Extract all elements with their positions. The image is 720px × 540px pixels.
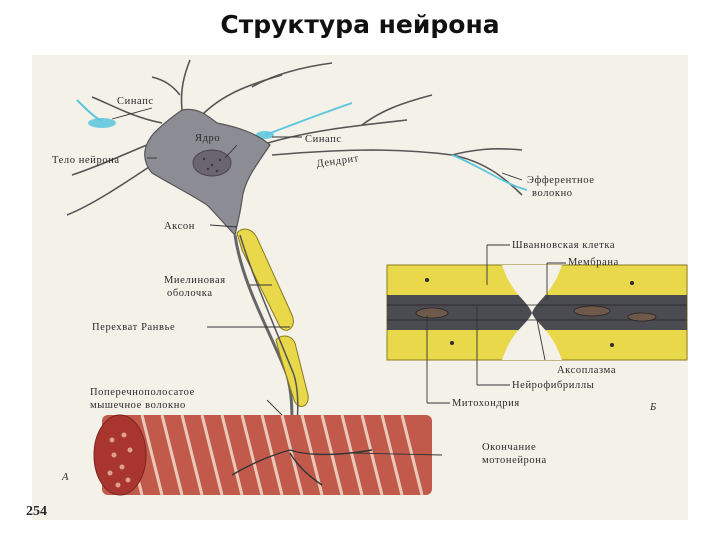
neuron-diagram: Синапс Ядро Тело нейрона Синапс Дендрит … [26, 59, 688, 519]
nucleus [192, 149, 232, 177]
neuron-figure: Синапс Ядро Тело нейрона Синапс Дендрит … [26, 55, 688, 520]
label-myelin-line2: оболочка [167, 288, 213, 299]
label-schwann: Шванновская клетка [512, 240, 615, 251]
label-synapse-left: Синапс [117, 96, 154, 107]
label-ending-line2: мотонейрона [482, 455, 547, 466]
label-ending-line1: Окончание [482, 442, 536, 453]
synapse-left-blob [88, 118, 116, 128]
motor-ending [231, 449, 373, 486]
label-synapse-right: Синапс [305, 134, 342, 145]
label-panel-a: А [61, 472, 69, 483]
label-membrane: Мембрана [568, 257, 619, 268]
leader-lines [111, 107, 566, 456]
slide-title: Структура нейрона [220, 10, 500, 39]
label-nucleus: Ядро [195, 133, 220, 144]
label-ranvier: Перехват Ранвье [92, 322, 175, 333]
synapse-terminals [76, 99, 528, 191]
label-dendrite: Дендрит [316, 153, 360, 170]
label-mitochondria: Митохондрия [452, 398, 520, 409]
label-panel-b: Б [649, 402, 657, 413]
label-axon: Аксон [164, 221, 195, 232]
label-cell-body: Тело нейрона [52, 155, 120, 166]
myelin-segment-1 [236, 228, 294, 331]
label-muscle-line2: мышечное волокно [90, 400, 186, 411]
axon-section [386, 264, 688, 361]
label-myelin-line1: Миелиновая [164, 275, 226, 286]
label-muscle-line1: Поперечнополосатое [90, 387, 195, 398]
label-neurofibrils: Нейрофибриллы [512, 380, 594, 391]
muscle-fiber [93, 414, 432, 496]
label-axoplasm: Аксоплазма [557, 365, 616, 376]
label-efferent-line2: волокно [532, 188, 573, 199]
dendrites [66, 59, 523, 216]
label-efferent-line1: Эфферентное [527, 175, 595, 186]
page-number: 254 [26, 504, 47, 519]
